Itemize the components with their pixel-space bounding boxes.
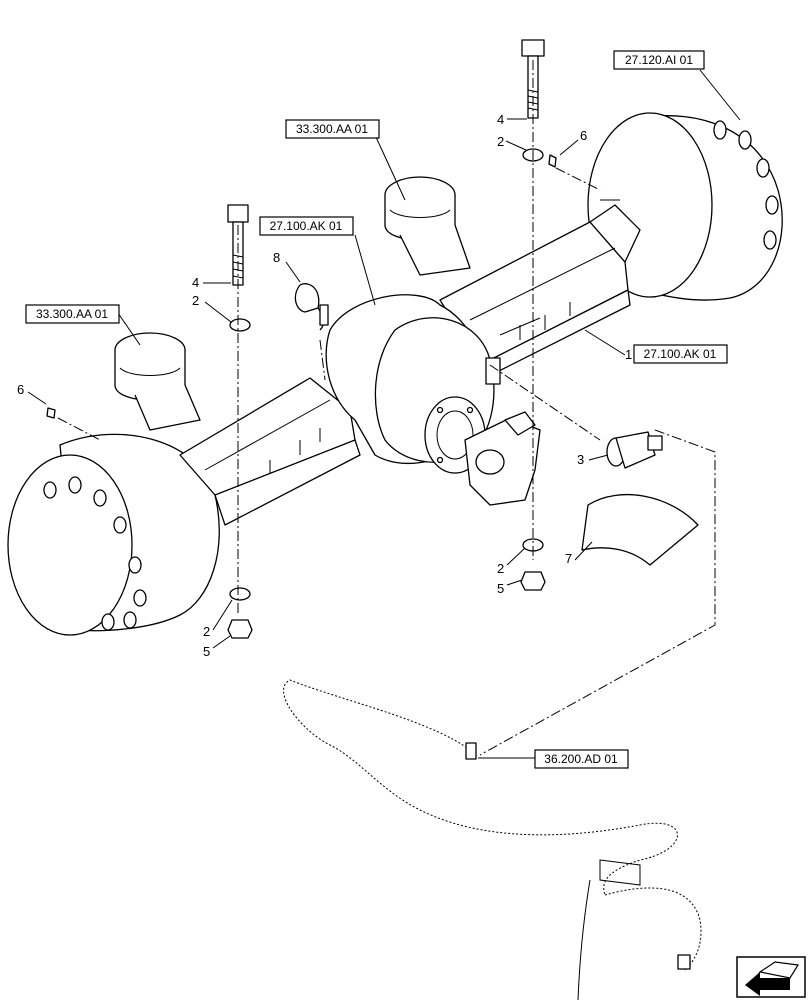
ref-axle-side[interactable]: 27.100.AK 01 xyxy=(633,344,728,364)
leader-pivot-left xyxy=(117,312,141,346)
callout-fitting-left: 6 xyxy=(17,382,24,397)
leader-6-right xyxy=(559,139,579,156)
pivot-right xyxy=(384,176,471,276)
callout-shield: 7 xyxy=(565,551,572,566)
leader-5-left-bottom xyxy=(212,635,231,649)
leader-hub-right xyxy=(699,69,741,121)
svg-text:33.300.AA 01: 33.300.AA 01 xyxy=(296,122,368,136)
leader-7 xyxy=(574,541,593,561)
nut-right-bottom xyxy=(520,571,546,591)
leader-axle-side xyxy=(584,329,626,356)
leader-8 xyxy=(285,261,301,283)
navigation-arrow-icon[interactable] xyxy=(736,956,806,998)
callout-bolt-left: 4 xyxy=(192,275,199,290)
sensor-axis xyxy=(489,364,601,441)
clip-pin xyxy=(319,304,329,326)
ref-pivot-right[interactable]: 33.300.AA 01 xyxy=(285,119,380,139)
callout-washer-right-bottom: 2 xyxy=(497,561,504,576)
connector xyxy=(677,954,691,970)
fitting-left xyxy=(46,407,56,419)
ref-hub-right[interactable]: 27.120.AI 01 xyxy=(613,50,705,70)
svg-text:27.120.AI 01: 27.120.AI 01 xyxy=(625,53,693,67)
left-wheel-hub xyxy=(7,433,220,636)
leader-2-left-bottom xyxy=(212,599,233,631)
callout-washer-left-bottom: 2 xyxy=(203,624,210,639)
axle-beam xyxy=(179,204,641,526)
hose-branch xyxy=(604,887,702,971)
ref-pivot-left[interactable]: 33.300.AA 01 xyxy=(25,304,120,324)
hose xyxy=(283,679,678,896)
callout-washer-right-top: 2 xyxy=(497,134,504,149)
washer-left-bottom xyxy=(229,587,251,601)
leader-pivot-right xyxy=(374,134,406,201)
nut-left-bottom xyxy=(227,619,253,639)
harness-route xyxy=(479,429,716,756)
leader-2-right-bottom xyxy=(506,547,526,566)
leader-axle-center xyxy=(354,234,376,306)
drive-yoke xyxy=(464,411,541,506)
leader-2-left xyxy=(204,301,232,323)
callout-axle: 1 xyxy=(625,347,632,362)
ref-axle-center[interactable]: 27.100.AK 01 xyxy=(259,216,354,236)
callout-sensor: 3 xyxy=(577,452,584,467)
shield xyxy=(581,493,699,566)
hose-end xyxy=(465,742,477,760)
clip xyxy=(294,283,325,331)
callout-bolt-right: 4 xyxy=(497,112,504,127)
callout-fitting-right: 6 xyxy=(580,128,587,143)
hose-tail xyxy=(577,879,591,1000)
callout-washer-left-top: 2 xyxy=(192,293,199,308)
pivot-left xyxy=(114,332,201,431)
svg-text:27.100.AK 01: 27.100.AK 01 xyxy=(644,347,717,361)
leader-6-left xyxy=(27,391,47,405)
washer-left-top xyxy=(229,318,251,332)
hose-fitting xyxy=(599,859,641,886)
callout-nut-left-bottom: 5 xyxy=(203,644,210,659)
fitting-right xyxy=(548,154,557,168)
callout-clip: 8 xyxy=(273,250,280,265)
fitting-right-axis xyxy=(555,167,601,191)
svg-text:33.300.AA 01: 33.300.AA 01 xyxy=(36,307,108,321)
fitting-left-axis xyxy=(57,417,101,441)
svg-text:36.200.AD 01: 36.200.AD 01 xyxy=(544,752,618,766)
sensor xyxy=(606,431,663,469)
clip-axis xyxy=(319,339,326,381)
leader-3 xyxy=(588,454,609,461)
svg-text:27.100.AK 01: 27.100.AK 01 xyxy=(270,219,343,233)
ref-hose[interactable]: 36.200.AD 01 xyxy=(534,749,629,769)
callout-nut-right-bottom: 5 xyxy=(497,581,504,596)
leader-5-right-bottom xyxy=(506,579,523,586)
leader-2-right xyxy=(505,140,527,151)
